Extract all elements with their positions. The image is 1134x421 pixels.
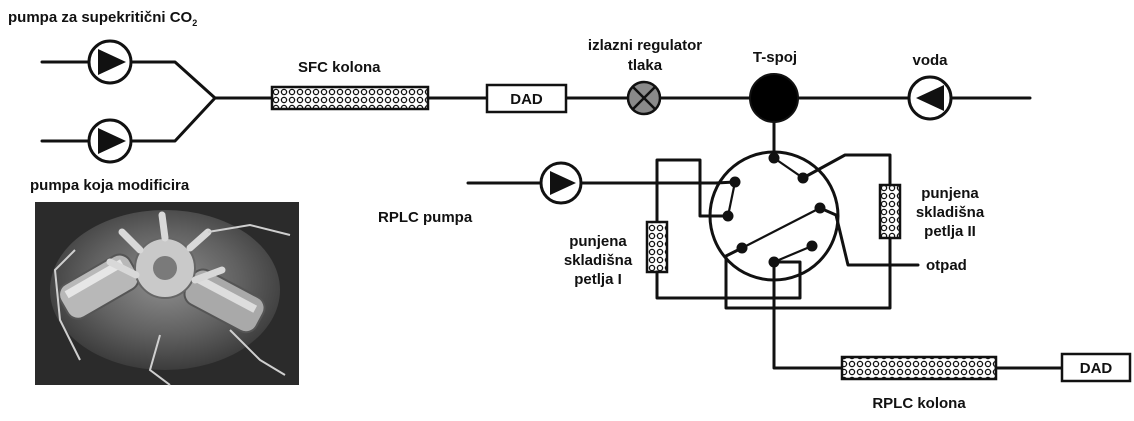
loop-ii-label-line1: punjena: [921, 185, 979, 202]
valve-photo: [35, 202, 299, 386]
storage-loop-i: [645, 220, 669, 274]
loop-ii-label-line2: skladišna: [916, 204, 985, 221]
loop-i-label-line1: punjena: [569, 233, 627, 250]
back-pressure-regulator-icon: [626, 80, 662, 116]
loop-i-lower-line: [655, 260, 802, 300]
loop-ii-lower-line: [724, 236, 892, 310]
rplc-column: [840, 355, 998, 381]
dad-1-label: DAD: [510, 91, 543, 108]
co2-pump-label: pumpa za supekritični CO2: [8, 9, 197, 28]
water-label: voda: [912, 52, 948, 69]
loop-i-label-line3: petlja I: [574, 271, 622, 288]
sfc-column-label: SFC kolona: [298, 59, 381, 76]
rplc-pump-to-valve-line: [579, 180, 737, 185]
dad-2-label: DAD: [1080, 360, 1113, 377]
t-junction-label: T-spoj: [753, 49, 797, 66]
modifier-pump-label: pumpa koja modificira: [30, 177, 190, 194]
regulator-label-line1: izlazni regulator: [588, 37, 702, 54]
waste-line: [818, 206, 920, 267]
storage-loop-ii: [878, 183, 902, 240]
loop-i-upper-line: [655, 158, 730, 224]
t-junction-icon: [749, 73, 799, 123]
dad-detector-1: [485, 83, 568, 114]
pump-icon: [907, 75, 953, 121]
waste-label: otpad: [926, 257, 967, 274]
loop-ii-upper-line: [801, 153, 892, 187]
rplc-pump-label: RPLC pumpa: [378, 209, 473, 226]
pump-icon: [87, 39, 133, 85]
loop-i-label-line2: skladišna: [564, 252, 633, 269]
co2-to-mixer-line: [130, 60, 217, 100]
pump-icon: [539, 161, 583, 205]
pump-icon: [87, 118, 133, 164]
dad-detector-2: [1060, 352, 1132, 383]
sfc-column: [270, 85, 430, 111]
loop-ii-label-line3: petlja II: [924, 223, 976, 240]
regulator-label-line2: tlaka: [628, 57, 663, 74]
rplc-column-label: RPLC kolona: [872, 395, 966, 412]
valve-to-rplc-column-line: [772, 260, 844, 370]
modifier-to-mixer-line: [130, 96, 217, 143]
